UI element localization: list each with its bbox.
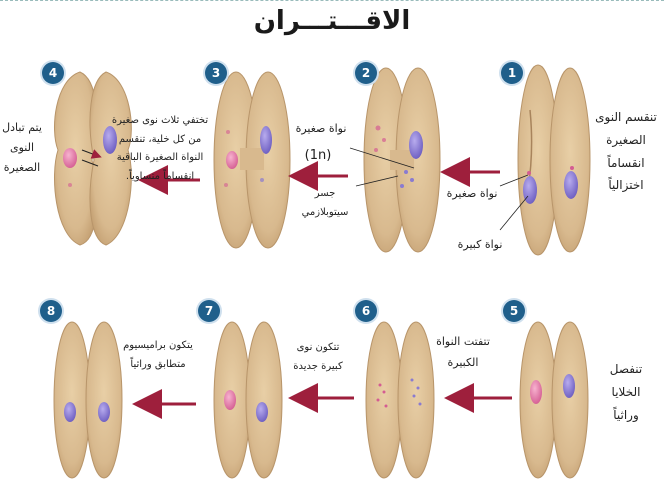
cell: [549, 67, 591, 253]
macronucleus: [563, 374, 575, 398]
top-border: [0, 0, 664, 2]
step-badge-4: 4: [42, 62, 64, 84]
step-5-text: تنفصل الخلايا وراثياً: [609, 362, 643, 422]
step-8-cells: [53, 321, 123, 479]
cell: [397, 321, 435, 479]
macronucleus: [98, 402, 110, 422]
micronucleus: [527, 171, 531, 175]
diagram-title: الاقـــتـــران: [253, 6, 411, 36]
cell: [89, 71, 132, 246]
cell: [551, 321, 589, 479]
cell: [245, 321, 283, 479]
step-badge-7: 7: [198, 300, 220, 322]
label-micronucleus: نواة صغيرة: [446, 187, 498, 200]
step-7-cells: [213, 321, 283, 479]
step-5-cells: [519, 321, 589, 479]
step-6-cells: [365, 321, 435, 479]
step-8-text: يتكون براميسيوم متطابق وراثياً: [123, 340, 193, 370]
step-badge-1: 1: [501, 62, 523, 84]
cell: [53, 321, 91, 479]
step-1-cells: [517, 64, 591, 256]
micronucleus: [226, 151, 238, 169]
label-macronucleus: نواة كبيرة: [457, 238, 503, 251]
step-badge-6: 6: [355, 300, 377, 322]
step-1-text: تنقسم النوى الصغيرة انقساماً اختزالياً: [595, 110, 657, 193]
micronucleus: [63, 148, 77, 168]
step-4-text: يتم تبادل النوى الصغيرة: [2, 121, 42, 174]
step-2-cells: [363, 67, 441, 253]
step-badge-5: 5: [503, 300, 525, 322]
step-badge-8: 8: [40, 300, 62, 322]
label-micronucleus-1n: نواة صغيرة: [295, 122, 347, 135]
cell: [365, 321, 403, 479]
step-3-cells: [213, 71, 291, 249]
step-badge-2: 2: [355, 62, 377, 84]
step-4-cells: [53, 71, 132, 246]
micronucleus: [570, 166, 574, 170]
macronucleus: [530, 380, 542, 404]
step-3-text: تختفي ثلاث نوى صغيرة من كل خلية، تنقسم ا…: [111, 115, 209, 182]
macronucleus: [564, 171, 578, 199]
macronucleus: [103, 126, 117, 154]
macronucleus: [409, 131, 423, 159]
label-haploid: (1n): [304, 148, 332, 163]
step-7-text: تتكون نوى كبيرة جديدة: [293, 342, 343, 372]
label-cytoplasmic-bridge: جسر سيتوبلازمي: [301, 188, 349, 218]
step-6-text: تتفتت النواة الكبيرة: [436, 335, 490, 369]
macronucleus: [260, 126, 272, 154]
macronucleus: [256, 402, 268, 422]
cell: [85, 321, 123, 479]
macronucleus: [64, 402, 76, 422]
macronucleus: [224, 390, 236, 410]
step-badge-3: 3: [205, 62, 227, 84]
macronucleus: [523, 176, 537, 204]
